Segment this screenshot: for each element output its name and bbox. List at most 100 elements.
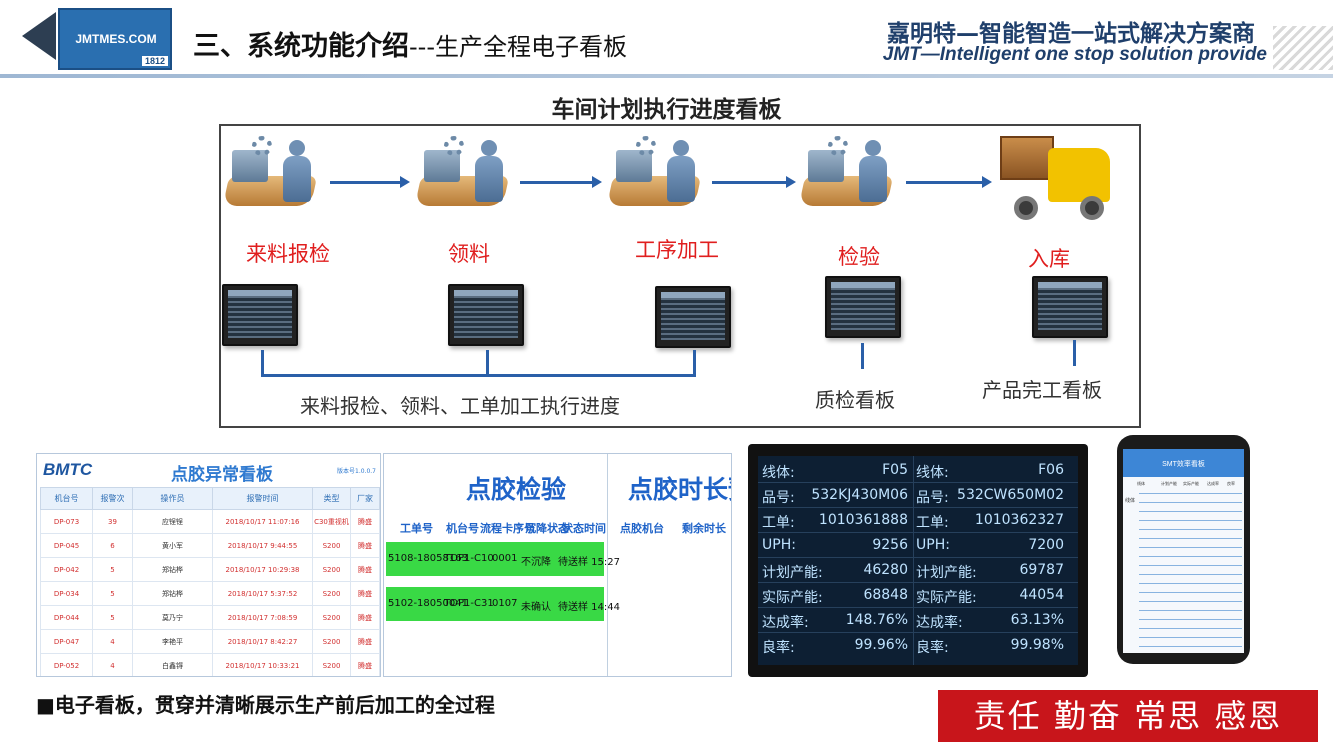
cell: F05 [882, 462, 908, 478]
company-logo: JMTMES.COM 1812 [58, 8, 172, 70]
phone-screen: SMT效率看板 线体 计划产能 实际产能 达成率 良率 线体 [1123, 449, 1244, 653]
cell: S200 [312, 533, 351, 558]
cell: 46280 [863, 562, 908, 578]
cell: DP-034 [40, 581, 93, 606]
cell: 郑钻桦 [132, 557, 213, 582]
cell: 44054 [1019, 587, 1064, 603]
cell: 腾盛 [350, 653, 380, 676]
worker-quality-check-icon [798, 136, 898, 216]
dispense-duration-warning: 点胶时长预警 点胶机台 剩余时长 [607, 454, 731, 676]
cell: 68848 [863, 587, 908, 603]
cell: DP-047 [40, 629, 93, 654]
cell: 5 [92, 557, 133, 582]
cell: 腾盛 [350, 629, 380, 654]
column-header: 操作员 [132, 487, 213, 510]
cell: DP-045 [40, 533, 93, 558]
cell: 白鑫锝 [132, 653, 213, 676]
cell: 计划产能: [916, 565, 977, 581]
bmtc-logo: BMTC [43, 460, 93, 479]
mobile-phone: SMT效率看板 线体 计划产能 实际产能 达成率 良率 线体 [1117, 435, 1250, 664]
dispense-check-board: 点胶检验 工单号 机台号 流程卡序号 沉降状态 状态 时间 5108-18058… [383, 453, 732, 677]
column-header: 机台号 [446, 522, 479, 535]
cell: 应锃锃 [132, 509, 213, 534]
cell: 7200 [1028, 537, 1064, 553]
cell: 腾盛 [350, 605, 380, 630]
monitor-icon [825, 276, 901, 338]
cell: 99.98% [1010, 637, 1064, 653]
logo-text: JMTMES.COM [75, 32, 157, 46]
monitor-icon [222, 284, 298, 346]
cell: 品号: [916, 490, 949, 506]
cell: 4 [92, 629, 133, 654]
logo-number: 1812 [141, 56, 168, 66]
column-header: 良率 [1227, 481, 1235, 486]
column-header: 机台号 [40, 487, 93, 510]
flow-arrow-4 [906, 176, 992, 188]
column-header: 厂家 [350, 487, 380, 510]
cell: 532KJ430M06 [811, 487, 908, 503]
cell: DP-042 [40, 557, 93, 582]
cell: S200 [312, 653, 351, 676]
cell: 99.96% [854, 637, 908, 653]
column-header: 实际产能 [1183, 481, 1199, 486]
cell: 工单: [762, 515, 795, 531]
cell: 2018/10/17 9:44:55 [212, 533, 313, 558]
stage-processing: 工序加工 [635, 238, 719, 262]
cell: 5102-18050041 [388, 598, 468, 609]
cell: 1010361888 [818, 512, 908, 528]
flow-arrow-3 [712, 176, 796, 188]
cell: 63.13% [1010, 612, 1064, 628]
duration-warning-title: 点胶时长预警 [628, 475, 731, 504]
table-row: 5108-18058163 TOP1-C10 0001 不沉降 待送样 15:2… [386, 542, 620, 576]
column-header: 报警时间 [212, 487, 313, 510]
cell: 达成率: [916, 615, 963, 631]
table-row: 达成率:148.76%达成率:63.13% [758, 608, 1078, 633]
cell: 9256 [872, 537, 908, 553]
cell: 莫乃宁 [132, 605, 213, 630]
phone-side-label: 线体 [1125, 498, 1136, 504]
column-header: 剩余时长 [682, 522, 726, 535]
cell: 线体: [916, 465, 949, 481]
glue-abnormal-board: BMTC 点胶异常看板 版本号1.0.0.7 机台号 报警次 操作员 报警时间 … [36, 453, 381, 677]
cell: TOP1-C10 [444, 553, 494, 564]
column-header: 状态 [562, 522, 584, 535]
stage-inspection: 检验 [838, 245, 880, 269]
cell: 0001 [492, 553, 518, 564]
caption-qc-board: 质检看板 [815, 388, 895, 412]
cell: 腾盛 [350, 557, 380, 582]
cell: S200 [312, 629, 351, 654]
worker-processing-icon [606, 136, 706, 216]
dispense-check-title: 点胶检验 [466, 475, 567, 504]
column-header: 流程卡序号 [480, 522, 535, 535]
cell: 良率: [762, 640, 795, 656]
stage-incoming-inspection: 来料报检 [246, 242, 330, 266]
flow-arrow-2 [520, 176, 602, 188]
cell: 实际产能: [762, 590, 823, 606]
glue-board-version: 版本号1.0.0.7 [337, 468, 376, 475]
monitor-icon [448, 284, 524, 346]
cell: UPH: [916, 537, 950, 553]
cell: TOP1-C31 [444, 598, 494, 609]
phone-column-headers: 线体 计划产能 实际产能 达成率 良率 [1123, 477, 1244, 491]
flow-arrow-1 [330, 176, 410, 188]
column-header: 点胶机台 [620, 522, 664, 535]
column-header: 计划产能 [1161, 481, 1177, 486]
cell: 品号: [762, 490, 795, 506]
cell: 0107 [492, 598, 518, 609]
cell: 腾盛 [350, 533, 380, 558]
column-header: 类型 [312, 487, 351, 510]
cell: 实际产能: [916, 590, 977, 606]
phone-app-title: SMT效率看板 [1123, 449, 1244, 477]
table-row: 良率:99.96%良率:99.98% [758, 633, 1078, 658]
table-row: 实际产能: 68848 实际产能: 44054 [758, 583, 1078, 608]
column-header: 沉降状态 [525, 522, 569, 535]
cell: 达成率: [762, 615, 809, 631]
cell: F06 [1038, 462, 1064, 478]
stage-material-picking: 领料 [448, 242, 490, 266]
